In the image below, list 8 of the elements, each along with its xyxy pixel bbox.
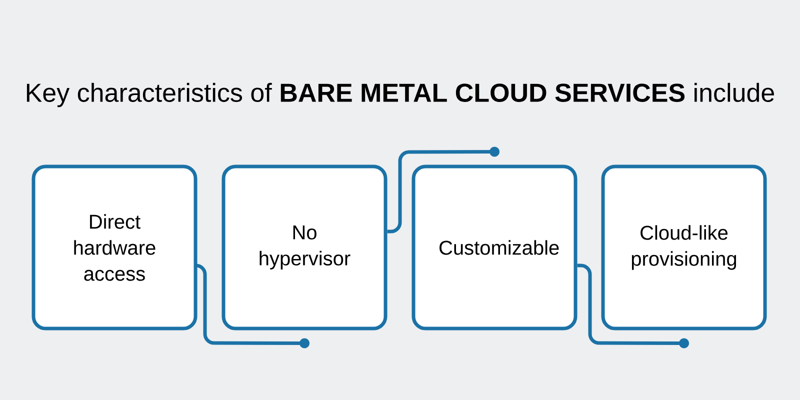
text-box: No hypervisor — [222, 164, 388, 330]
text-box: Direct hardware access — [32, 164, 198, 330]
text-box: Cloud-like provisioning — [601, 164, 767, 330]
text-box: Customizable — [412, 164, 578, 330]
connector-line — [194, 264, 310, 348]
connector-line — [387, 146, 500, 234]
title: Key characteristics of BARE METAL CLOUD SERVICES include — [26, 82, 774, 108]
connector-line — [577, 264, 689, 348]
